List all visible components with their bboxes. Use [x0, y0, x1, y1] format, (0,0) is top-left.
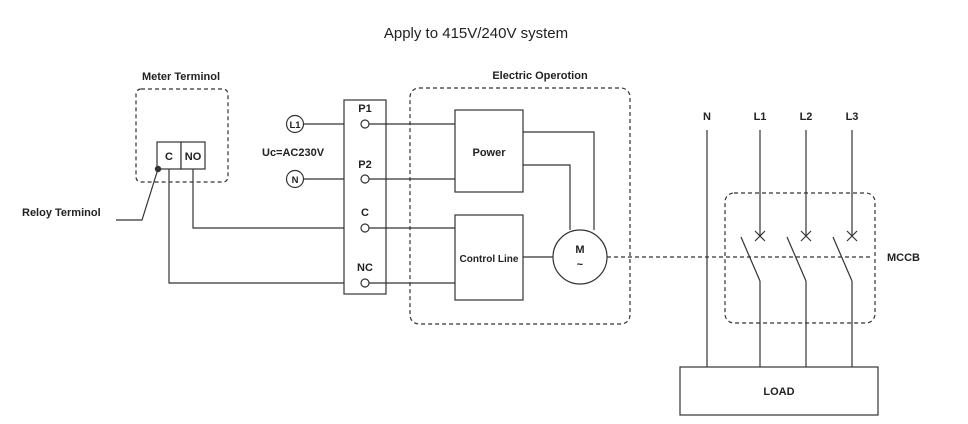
wire-meter-c-to-nc [168, 169, 363, 284]
relay-terminal-label: Reloy Terminol [22, 207, 101, 219]
wire-meter-no-to-c [192, 169, 363, 229]
diagram-title: Apply to 415V/240V system [384, 25, 568, 42]
l2-contact-cross [800, 230, 812, 242]
power-box [454, 109, 524, 193]
electric-operation-heading: Electric Operotion [492, 70, 588, 82]
mains-l3-label: L3 [846, 111, 859, 123]
wire-power-to-motor-2 [523, 164, 571, 230]
relay-terminal-leader [116, 168, 159, 221]
wire-power-to-motor-1 [523, 131, 595, 230]
mains-l2-label: L2 [800, 111, 813, 123]
supply-l1-label: L1 [289, 120, 301, 131]
meter-terminal-no-box [180, 141, 206, 170]
power-label: Power [472, 147, 506, 159]
terminal-c-screw [360, 223, 370, 233]
mccb-label: MCCB [887, 252, 920, 264]
meter-terminal-c-label: C [165, 151, 173, 163]
terminal-nc-screw [360, 278, 370, 288]
load-label: LOAD [763, 386, 794, 398]
terminal-c-label: C [361, 207, 369, 219]
l1-contact-cross [754, 230, 766, 242]
motor-label: M [575, 244, 584, 256]
terminal-p1-screw [360, 119, 370, 129]
meter-terminal-no-label: NO [185, 151, 202, 163]
load-box [679, 366, 879, 416]
l3-switch-blade [832, 236, 853, 282]
l2-switch-blade [786, 236, 807, 282]
l1-switch-blade [740, 236, 761, 282]
terminal-p2-label: P2 [358, 159, 371, 171]
relay-terminal-dot [154, 165, 162, 173]
motor-ac-symbol: ~ [577, 259, 584, 271]
supply-n-label: N [292, 175, 299, 186]
control-line-label: Control Line [460, 254, 519, 265]
electric-operation-frame [409, 87, 631, 325]
mccb-frame [724, 192, 876, 324]
control-line-box [454, 214, 524, 301]
mains-l1-label: L1 [754, 111, 767, 123]
supply-voltage-label: Uc=AC230V [262, 147, 325, 159]
meter-terminal-frame [135, 88, 229, 183]
terminal-block [343, 99, 387, 295]
terminal-p2-screw [360, 174, 370, 184]
terminal-p1-label: P1 [358, 103, 371, 115]
mains-n-label: N [703, 111, 711, 123]
meter-terminal-heading: Meter Terminol [142, 71, 220, 83]
l3-contact-cross [846, 230, 858, 242]
terminal-nc-label: NC [357, 262, 373, 274]
motor-symbol [552, 229, 608, 285]
